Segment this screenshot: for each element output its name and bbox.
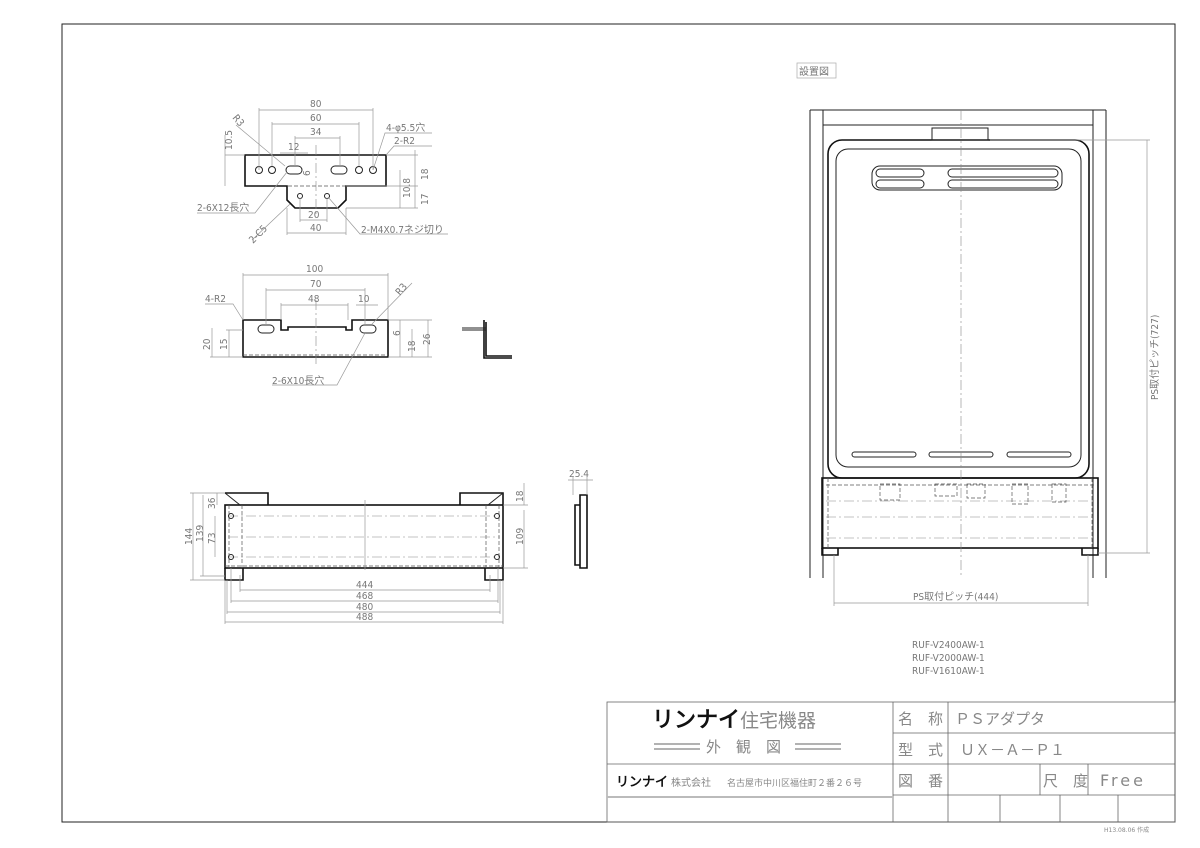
dim-12: 12 [288, 142, 299, 153]
note-chamfer: 2-C5 [247, 224, 270, 247]
scale-label: 尺 度 [1043, 772, 1088, 790]
dim-10-5: 10.5 [224, 130, 235, 150]
title-block: リンナイ 住宅機器 外 観 図 リンナイ 株式会社 名古屋市中川区福住町２番２６… [606, 701, 1176, 834]
dim-17: 17 [420, 194, 431, 205]
dim-48: 48 [308, 294, 320, 305]
dim-139: 139 [195, 525, 206, 542]
dim-444: 444 [356, 580, 373, 591]
note-holes: 4-φ5.5穴 [386, 121, 425, 134]
dim-109: 109 [515, 528, 526, 545]
drawing-no-label: 図 番 [898, 772, 943, 790]
dim-25-4: 25.4 [569, 469, 589, 480]
cover-front-view: 444 468 480 488 144 139 73 36 18 109 25.… [184, 469, 593, 624]
dim-15: 15 [219, 339, 230, 350]
dim-18b: 18 [407, 340, 418, 352]
company-logo: リンナイ [616, 775, 668, 790]
company-address: 名古屋市中川区福住町２番２６号 [727, 777, 862, 789]
dim-20: 20 [202, 338, 213, 350]
dim-73: 73 [207, 533, 218, 544]
note-slots: 2-6X12長穴 [197, 201, 249, 214]
note-r3: R3 [230, 113, 246, 129]
dim-36: 36 [207, 497, 218, 509]
model-1: RUF-V2400AW-1 [912, 640, 985, 651]
dim-468: 468 [356, 591, 373, 602]
note-r3b: R3 [394, 282, 410, 298]
brand-sub: 住宅機器 [740, 710, 816, 732]
dim-480: 480 [356, 602, 373, 613]
dim-18: 18 [420, 168, 431, 180]
pitch-horizontal: PS取付ピッチ(444) [913, 590, 998, 603]
dim-6b: 6 [392, 330, 403, 336]
installation-view: 設置図 PS取付ピッチ(727) PS取付ピッチ(444) RUF-V2400A… [796, 62, 1161, 677]
dim-10-8: 10.8 [402, 178, 413, 198]
model-label: 型 式 [898, 741, 943, 759]
dim-18c: 18 [515, 490, 526, 502]
dim-40: 40 [310, 223, 322, 234]
drawing-type: 外 観 図 [706, 738, 781, 756]
dim-26: 26 [422, 333, 433, 345]
company-suffix: 株式会社 [671, 776, 711, 789]
dim-20: 20 [308, 210, 320, 221]
dim-34: 34 [310, 127, 322, 138]
name-value: ＰＳアダプタ [955, 710, 1045, 728]
install-label: 設置図 [799, 65, 829, 78]
dim-488: 488 [356, 612, 373, 623]
dim-6: 6 [302, 170, 313, 176]
dim-70: 70 [310, 279, 322, 290]
bracket-top-view: 80 60 34 12 6 10.5 18 10.8 17 20 40 R3 4… [197, 99, 448, 246]
model-2: RUF-V2000AW-1 [912, 653, 985, 664]
brand-logo: リンナイ [652, 708, 740, 733]
bracket-mid-view: 100 70 48 10 20 15 6 18 26 4-R2 R3 2-6X1… [202, 264, 512, 387]
model-3: RUF-V1610AW-1 [912, 666, 985, 677]
scale-value: Free [1100, 771, 1146, 790]
note-r2: 2-R2 [394, 136, 415, 147]
name-label: 名 称 [898, 710, 943, 728]
note-slots-10: 2-6X10長穴 [272, 374, 324, 387]
note-4-r2: 4-R2 [205, 294, 226, 305]
dim-100: 100 [306, 264, 323, 275]
note-thread: 2-M4X0.7ネジ切り [361, 224, 444, 236]
created-date: H13.08.06 作成 [1104, 826, 1149, 834]
dim-144: 144 [184, 528, 195, 545]
model-value: ＵＸ－Ａ－Ｐ１ [960, 741, 1065, 759]
dim-10: 10 [358, 294, 370, 305]
pitch-vertical: PS取付ピッチ(727) [1148, 315, 1161, 400]
dim-60: 60 [310, 113, 322, 124]
dim-80: 80 [310, 99, 322, 110]
